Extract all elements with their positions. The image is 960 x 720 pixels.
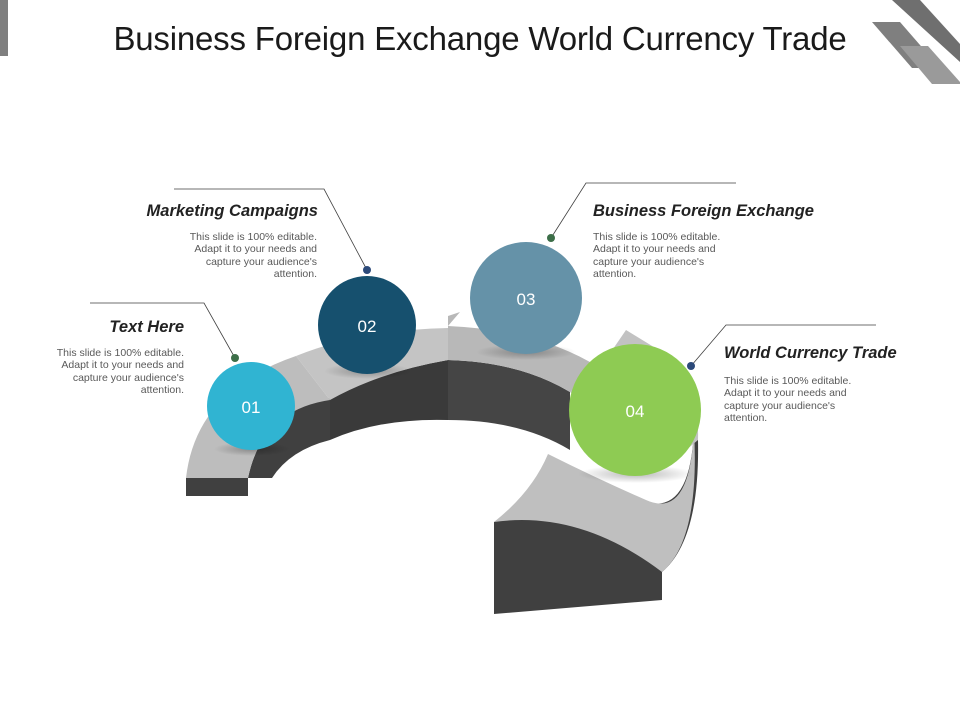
step-body-04: This slide is 100% editable. Adapt it to… (724, 375, 852, 424)
step-circle-01 (207, 362, 295, 450)
step-heading-03: Business Foreign Exchange (593, 202, 814, 220)
connector-line-02 (174, 188, 368, 271)
connector-line-03 (550, 182, 736, 239)
arrow-side-middle (330, 360, 448, 440)
page-title: Business Foreign Exchange World Currency… (113, 20, 847, 57)
arrow-side-right (448, 360, 570, 450)
step-body-02: This slide is 100% editable. Adapt it to… (189, 231, 317, 280)
arrow-side-inner (248, 398, 330, 478)
left-accent-bar (0, 0, 8, 56)
connector-dot-03 (547, 234, 555, 242)
step-number-01: 01 (241, 398, 261, 417)
step-number-02: 02 (357, 317, 377, 336)
step-circle-02 (318, 276, 416, 374)
arrow-head-top (494, 430, 695, 572)
step-heading-04: World Currency Trade (724, 344, 897, 362)
step-circle-03 (470, 242, 582, 354)
step-heading-01: Text Here (109, 318, 184, 336)
connector-dot-02 (363, 266, 371, 274)
step-number-03: 03 (516, 290, 536, 309)
connector-line-04 (690, 324, 876, 367)
step-heading-02: Marketing Campaigns (146, 202, 318, 220)
step-circle-04 (569, 344, 701, 476)
connector-dot-04 (687, 362, 695, 370)
step-number-04: 04 (625, 402, 645, 421)
step-body-01: This slide is 100% editable. Adapt it to… (56, 347, 184, 396)
connector-dot-01 (231, 354, 239, 362)
connector-line-01 (90, 302, 236, 359)
step-body-03: This slide is 100% editable. Adapt it to… (593, 231, 721, 280)
arrow-side-left (186, 478, 248, 496)
